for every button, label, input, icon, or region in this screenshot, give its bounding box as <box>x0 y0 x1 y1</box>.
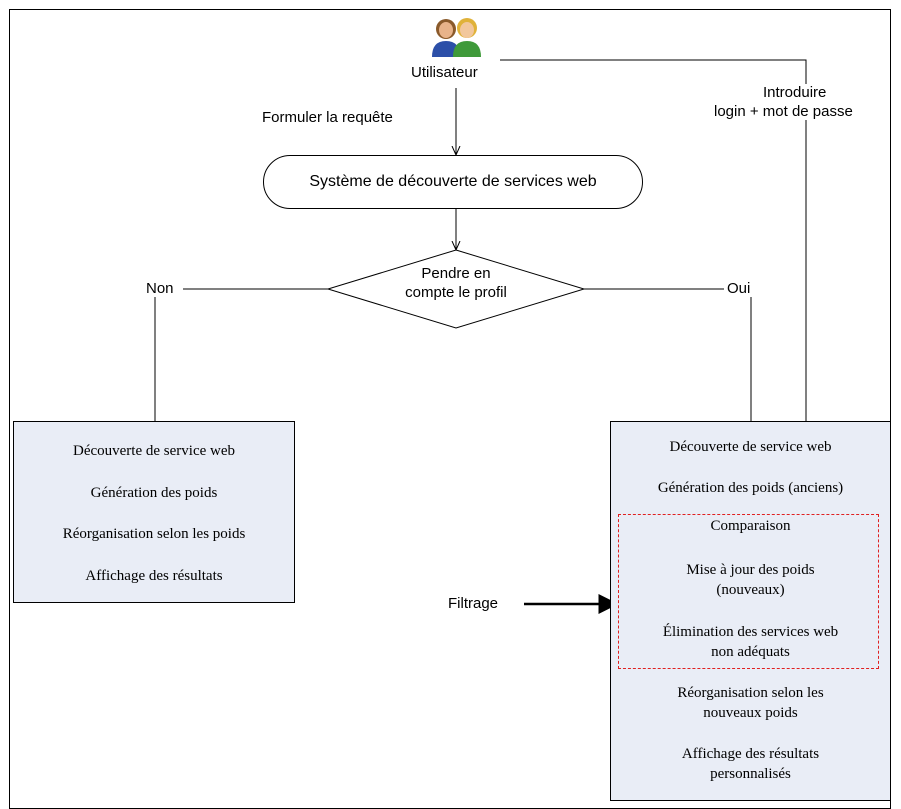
left-step: Génération des poids <box>90 485 218 501</box>
decision-diamond <box>326 249 586 329</box>
edge-formulate-label: Formuler la requête <box>262 109 393 126</box>
branch-yes-label: Oui <box>727 280 751 297</box>
system-node: Système de découverte de services web <box>263 155 643 209</box>
filter-label: Filtrage <box>448 595 499 612</box>
right-step: Découverte de service web <box>669 439 832 455</box>
decision-label-line1: Pendre en <box>421 265 491 282</box>
decision-label-line2: compte le profil <box>405 284 507 301</box>
right-step: Réorganisation selon les <box>677 685 824 701</box>
filter-step: non adéquats <box>711 644 790 660</box>
right-step: Génération des poids (anciens) <box>657 480 844 496</box>
right-step: personnalisés <box>710 766 791 782</box>
actor-label: Utilisateur <box>411 64 478 81</box>
filter-group <box>618 514 879 669</box>
filter-step: Élimination des services web <box>662 624 839 640</box>
edge-login-label-line2: login + mot de passe <box>714 103 853 120</box>
right-step: Affichage des résultats <box>681 746 820 762</box>
left-process-box: Découverte de service web Génération des… <box>13 421 295 603</box>
edge-login <box>500 59 807 84</box>
decision-label: Pendre en compte le profil <box>386 264 526 302</box>
users-icon <box>432 18 481 57</box>
edge-login-label-line1: Introduire <box>763 84 827 101</box>
branch-no-label: Non <box>146 280 174 297</box>
right-process-box: Découverte de service web Génération des… <box>610 421 891 801</box>
right-step: nouveaux poids <box>703 705 798 721</box>
filter-step: Mise à jour des poids <box>686 562 815 578</box>
filter-step: (nouveaux) <box>716 582 785 598</box>
left-step: Réorganisation selon les poids <box>62 526 246 542</box>
filter-step: Comparaison <box>710 518 791 534</box>
left-step: Affichage des résultats <box>85 568 223 584</box>
left-step: Découverte de service web <box>73 443 235 459</box>
